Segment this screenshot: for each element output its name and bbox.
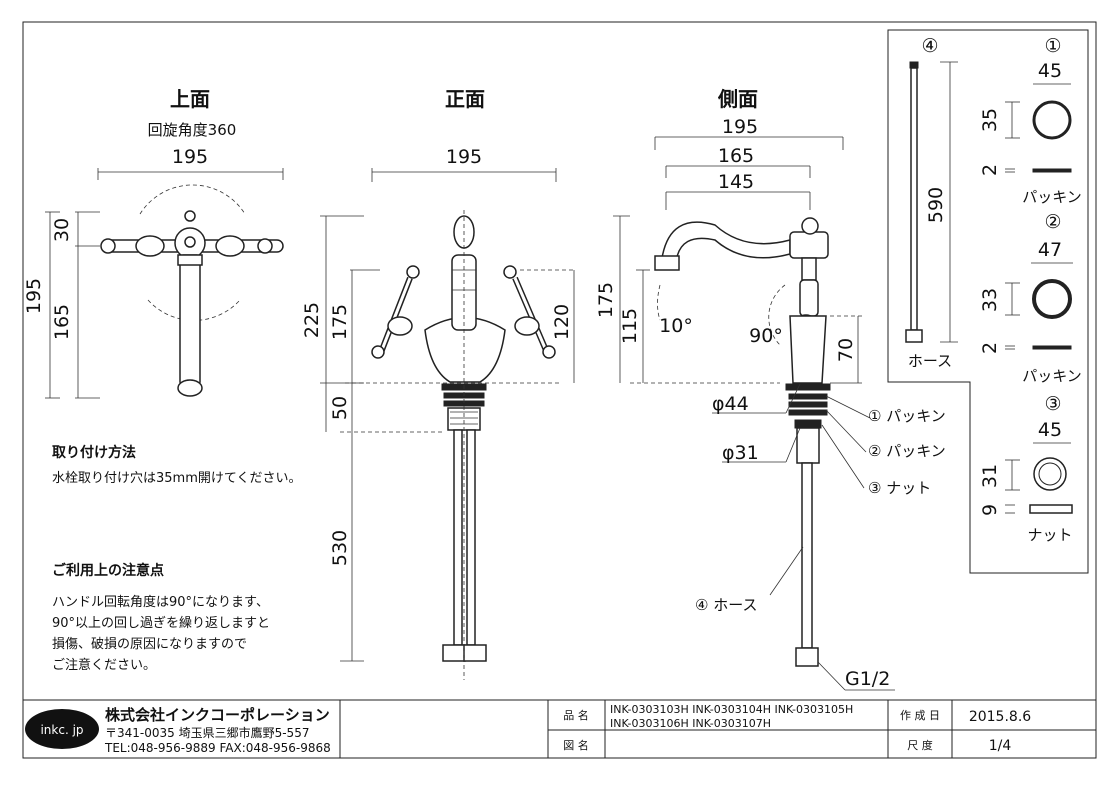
date-value: 2015.8.6: [969, 709, 1031, 725]
callout-2: ② パッキン: [868, 442, 946, 460]
part3-shape: [1033, 457, 1067, 491]
part1-height: 35: [979, 108, 1001, 132]
caution-line-3: 損傷、破損の原因になりますので: [52, 637, 247, 652]
part1-thickness: 2: [979, 164, 1001, 176]
top-height-dim: 195: [23, 278, 45, 314]
part2-width: 47: [1038, 239, 1062, 261]
part3-label: ナット: [1027, 526, 1072, 544]
company-logo: [25, 709, 99, 749]
front-width-dim: 195: [446, 146, 482, 168]
part4-number: ④: [921, 35, 938, 57]
angle-10-label: 10°: [659, 315, 693, 337]
rotation-label: 回旋角度360: [148, 121, 237, 139]
part1-number: ①: [1044, 35, 1061, 57]
scale-value: 1/4: [989, 738, 1012, 754]
product-line-1: INK-0303103H INK-0303104H INK-0303105H: [610, 703, 853, 716]
install-title: 取り付け方法: [52, 444, 136, 461]
callout-1: ① パッキン: [868, 407, 946, 425]
side-view: 側面 195 165 145: [595, 87, 946, 691]
side-70-dim: 70: [835, 338, 857, 362]
front-175-dim: 175: [329, 304, 351, 340]
scale-label: 尺 度: [907, 738, 933, 752]
front-530-dim: 530: [329, 530, 351, 566]
g12-label: G1/2: [845, 668, 890, 690]
side-145-dim: 145: [718, 171, 754, 193]
side-175-dim: 175: [595, 282, 617, 318]
part2-thickness: 2: [979, 342, 1001, 354]
install-text: 水栓取り付け穴は35mm開けてください。: [52, 471, 301, 486]
front-view-title: 正面: [445, 87, 485, 111]
top-width-dim: 195: [172, 146, 208, 168]
top-view: 上面 回旋角度360 195 195 30 165: [23, 87, 284, 399]
parts-box: ④ 590 ホース ① 45 35 2 パッキン ② 47 33 2: [887, 29, 1089, 574]
company-tel: TEL:048-956-9889 FAX:048-956-9868: [104, 741, 331, 755]
company-address: 〒341-0035 埼玉県三郷市鷹野5-557: [105, 725, 309, 740]
part2-height: 33: [979, 288, 1001, 312]
sheet-border: [22, 21, 1097, 759]
phi31-label: φ31: [722, 442, 759, 464]
top-view-title: 上面: [170, 87, 210, 111]
part2-shape: [1032, 279, 1072, 319]
front-view: 正面 195: [301, 87, 575, 680]
phi44-label: φ44: [712, 393, 749, 415]
part3-width: 45: [1038, 419, 1062, 441]
part2-label: パッキン: [1022, 367, 1082, 385]
top-30-dim: 30: [51, 218, 73, 242]
part1-width: 45: [1038, 60, 1062, 82]
part4-label: ホース: [908, 352, 952, 370]
part3-number: ③: [1044, 393, 1061, 415]
notes: 取り付け方法 水栓取り付け穴は35mm開けてください。 ご利用上の注意点 ハンド…: [52, 444, 301, 673]
caution-title: ご利用上の注意点: [52, 562, 164, 579]
side-view-title: 側面: [717, 87, 758, 111]
caution-line-1: ハンドル回転角度は90°になります、: [52, 594, 269, 610]
part1-shape: [1032, 100, 1072, 140]
side-165-dim: 165: [718, 145, 754, 167]
product-label: 品 名: [563, 708, 589, 722]
drawing-label: 図 名: [563, 738, 589, 752]
company-logo-text: inkc. jp: [40, 723, 83, 737]
part4-length: 590: [925, 187, 947, 223]
callout-3: ③ ナット: [868, 479, 931, 497]
date-label: 作 成 日: [900, 709, 940, 722]
angle-90-label: 90°: [749, 325, 783, 347]
caution-line-4: ご注意ください。: [52, 657, 156, 673]
part3-height: 31: [979, 464, 1001, 488]
caution-line-2: 90°以上の回し過ぎを繰り返しますと: [52, 616, 270, 631]
product-line-2: INK-0303106H INK-0303107H: [610, 717, 771, 730]
part3-thickness: 9: [979, 504, 1001, 516]
title-block: inkc. jp 株式会社インクコーポレーション 〒341-0035 埼玉県三郷…: [23, 699, 1096, 758]
front-120-dim: 120: [551, 304, 573, 340]
side-195-dim: 195: [722, 116, 758, 138]
part1-label: パッキン: [1022, 188, 1082, 206]
callout-4: ④ ホース: [695, 596, 757, 614]
front-50-dim: 50: [329, 396, 351, 420]
front-225-dim: 225: [301, 302, 323, 338]
part2-number: ②: [1044, 211, 1061, 233]
company-name: 株式会社インクコーポレーション: [105, 706, 330, 724]
top-165-dim: 165: [51, 304, 73, 340]
side-115-dim: 115: [619, 308, 641, 344]
